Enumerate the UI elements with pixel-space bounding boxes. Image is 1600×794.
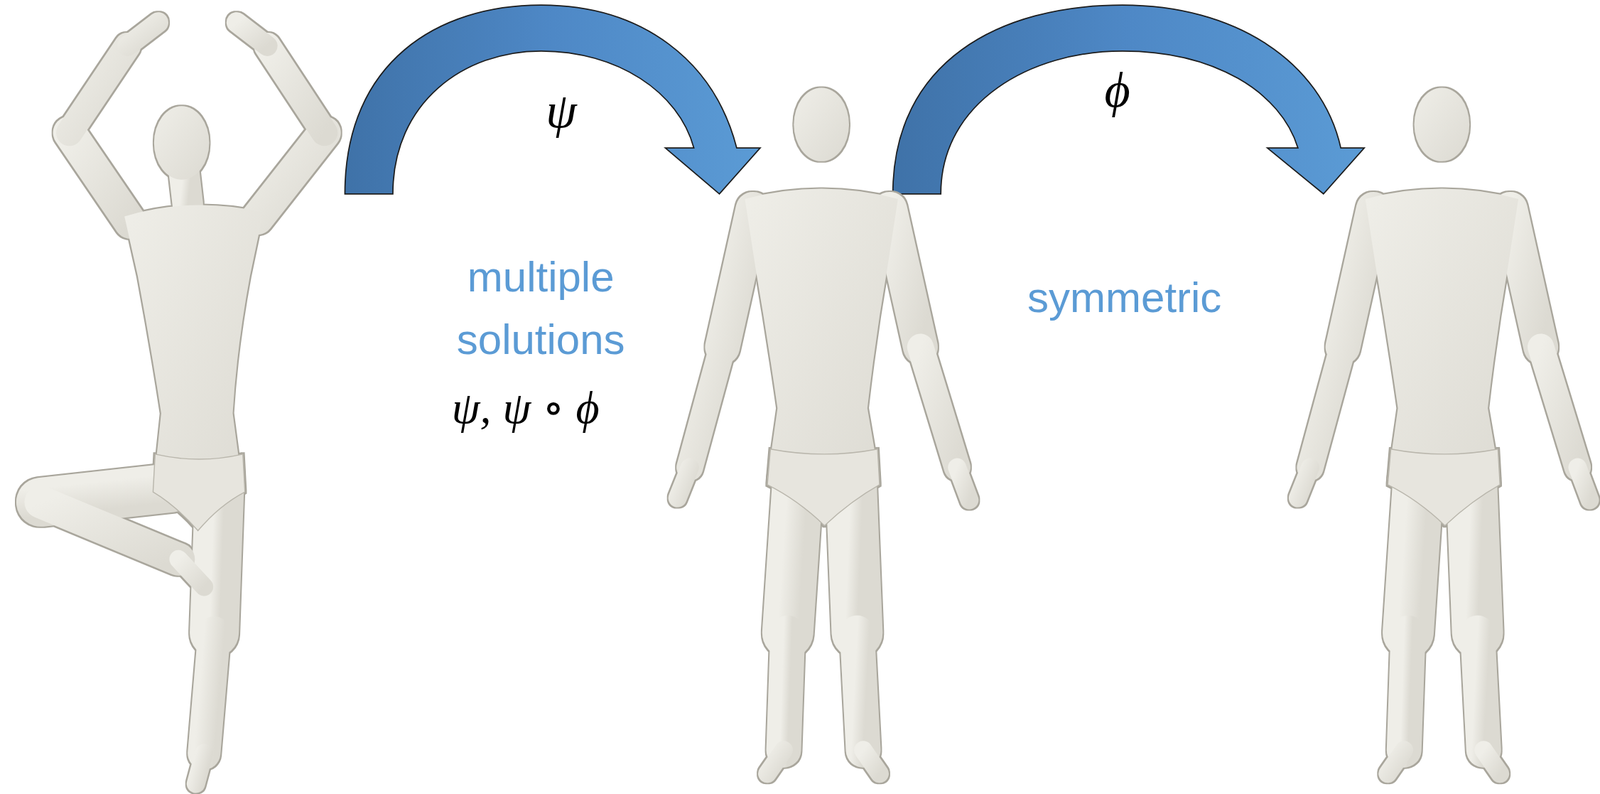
math-symbol: ψ [545,83,577,138]
arrow-label: multiple solutions [434,245,648,371]
math-symbol: ϕ [1104,62,1131,118]
human-figure [1298,87,1591,774]
math-label: ψ, ψ ∘ ϕ [451,382,600,433]
human-figure [40,22,324,784]
human-figure [677,87,970,774]
curved-arrow [344,4,761,194]
curved-arrow [893,4,1365,194]
arrow-label: symmetric [1027,272,1222,324]
